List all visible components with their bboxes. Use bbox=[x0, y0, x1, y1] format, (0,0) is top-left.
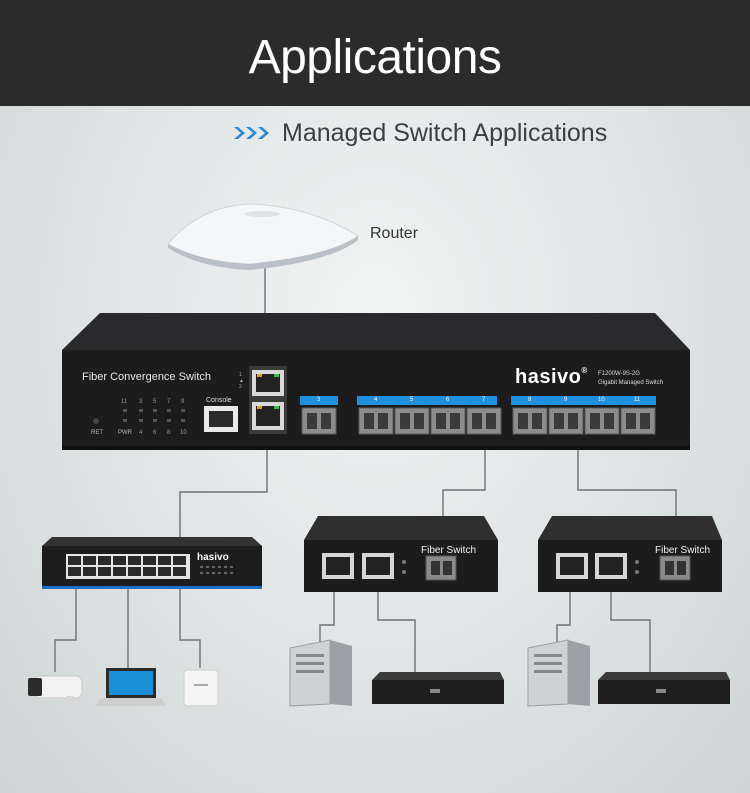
brand-text: hasivo bbox=[515, 366, 582, 388]
subtitle: Managed Switch Applications bbox=[234, 116, 607, 150]
camera-cable bbox=[54, 577, 77, 672]
console-label: Console bbox=[206, 397, 232, 404]
sfp-port-label: 9 bbox=[564, 397, 568, 403]
main-switch-brand: hasivo® bbox=[515, 366, 588, 389]
led-label: 10 bbox=[180, 430, 187, 436]
led-label: 8 bbox=[167, 430, 171, 436]
header-banner: Applications bbox=[0, 0, 750, 106]
model-description: Gigabit Managed Switch bbox=[598, 380, 664, 386]
media-converter-right-label: Fiber Switch bbox=[655, 545, 711, 556]
sfp-port-label: 7 bbox=[482, 397, 486, 403]
main-switch-model: F1200W-9S-2G Gigabit Managed Switch bbox=[598, 370, 663, 388]
led-label: 3 bbox=[139, 399, 143, 405]
camera-icon bbox=[28, 675, 83, 706]
server-cable-right bbox=[556, 576, 571, 642]
media-converter-left bbox=[304, 516, 498, 592]
rj-port-numbers: 1 ▲ 2 bbox=[239, 372, 244, 390]
sfp-port-label: 6 bbox=[446, 397, 450, 403]
led-label: 5 bbox=[153, 399, 157, 405]
poe-switch-uplink-cable bbox=[179, 428, 268, 566]
triple-chevron-right-icon bbox=[234, 127, 269, 139]
sfp-port-label: 11 bbox=[634, 397, 641, 403]
nvr-left-icon bbox=[372, 672, 504, 704]
router-label: Router bbox=[370, 225, 419, 242]
led-label: 4 bbox=[139, 430, 143, 436]
led-label: 11 bbox=[121, 399, 128, 405]
sfp-port-label: 8 bbox=[528, 397, 532, 403]
nvr-right-icon bbox=[598, 672, 730, 704]
page-title: Applications bbox=[248, 31, 502, 84]
main-switch bbox=[62, 313, 690, 450]
wireless-ap-icon bbox=[183, 669, 219, 707]
server-cable-left bbox=[319, 576, 335, 642]
sfp-port-label: 4 bbox=[374, 397, 378, 403]
main-switch-label: Fiber Convergence Switch bbox=[82, 371, 212, 383]
ap-cable bbox=[179, 578, 201, 668]
nvr-cable-left bbox=[377, 576, 416, 672]
server-left-icon bbox=[289, 639, 352, 707]
model-number: F1200W-9S-2G bbox=[598, 371, 640, 377]
power-label: PWR bbox=[118, 430, 132, 436]
sfp-port-label: 5 bbox=[410, 397, 414, 403]
sfp-port-label: 3 bbox=[317, 397, 321, 403]
laptop-icon bbox=[96, 668, 166, 706]
sfp-port-label: 10 bbox=[598, 397, 605, 403]
led-label: 9 bbox=[181, 399, 185, 405]
server-right-icon bbox=[527, 639, 590, 707]
media-converter-left-label: Fiber Switch bbox=[421, 545, 477, 556]
nvr-cable-right bbox=[610, 576, 651, 672]
poe-switch bbox=[42, 537, 262, 589]
router-icon bbox=[167, 203, 359, 270]
led-label: 7 bbox=[167, 399, 171, 405]
poe-switch-brand: hasivo bbox=[197, 552, 229, 563]
led-label: 6 bbox=[153, 430, 157, 436]
reset-label: RET bbox=[91, 430, 103, 436]
registered-mark: ® bbox=[581, 366, 588, 375]
subtitle-text: Managed Switch Applications bbox=[282, 118, 608, 147]
media-converter-right bbox=[538, 516, 722, 592]
